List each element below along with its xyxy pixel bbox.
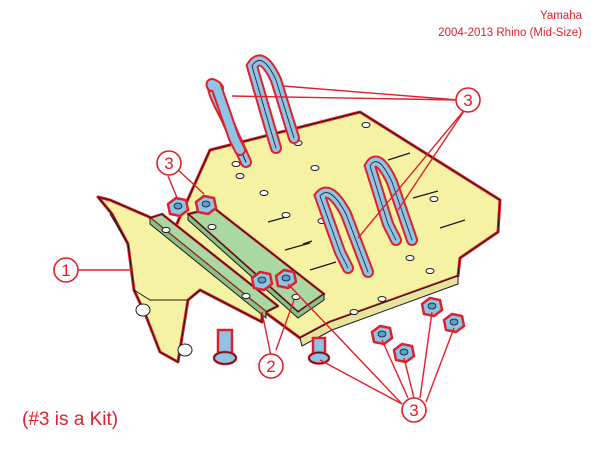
loose-nut-1	[370, 324, 394, 346]
callout-3-top: 3	[455, 87, 481, 113]
nut-bracket-left	[166, 196, 190, 218]
u-bolt-back-right	[245, 54, 300, 154]
loose-nut-4	[442, 312, 466, 334]
u-bolt-front-left	[313, 186, 374, 278]
svg-text:3: 3	[409, 401, 418, 420]
svg-text:3: 3	[164, 154, 173, 173]
nut-bracket-right	[194, 194, 218, 216]
callout-3-left: 3	[156, 150, 182, 176]
header-model: 2004-2013 Rhino (Mid-Size)	[438, 27, 582, 39]
callout-1: 1	[53, 257, 79, 283]
nut-strip-left	[250, 270, 274, 292]
mounting-strip	[148, 212, 280, 320]
callout-3-bottom: 3	[401, 397, 427, 423]
svg-text:1: 1	[61, 261, 70, 280]
header-make: Yamaha	[540, 10, 582, 22]
carriage-bolt-left	[212, 328, 238, 366]
u-bolt-back-left-arm	[205, 78, 246, 156]
u-bolt-front-right	[363, 155, 418, 246]
kit-note: (#3 is a Kit)	[22, 409, 119, 430]
callout-2-left: 2	[258, 353, 284, 379]
svg-text:3: 3	[463, 91, 472, 110]
carriage-bolt-right	[307, 336, 331, 365]
loose-nut-2	[392, 342, 416, 364]
loose-nut-3	[420, 296, 444, 318]
nut-strip-right	[274, 268, 298, 290]
leader-lines	[78, 85, 467, 405]
svg-text:2: 2	[266, 357, 275, 376]
